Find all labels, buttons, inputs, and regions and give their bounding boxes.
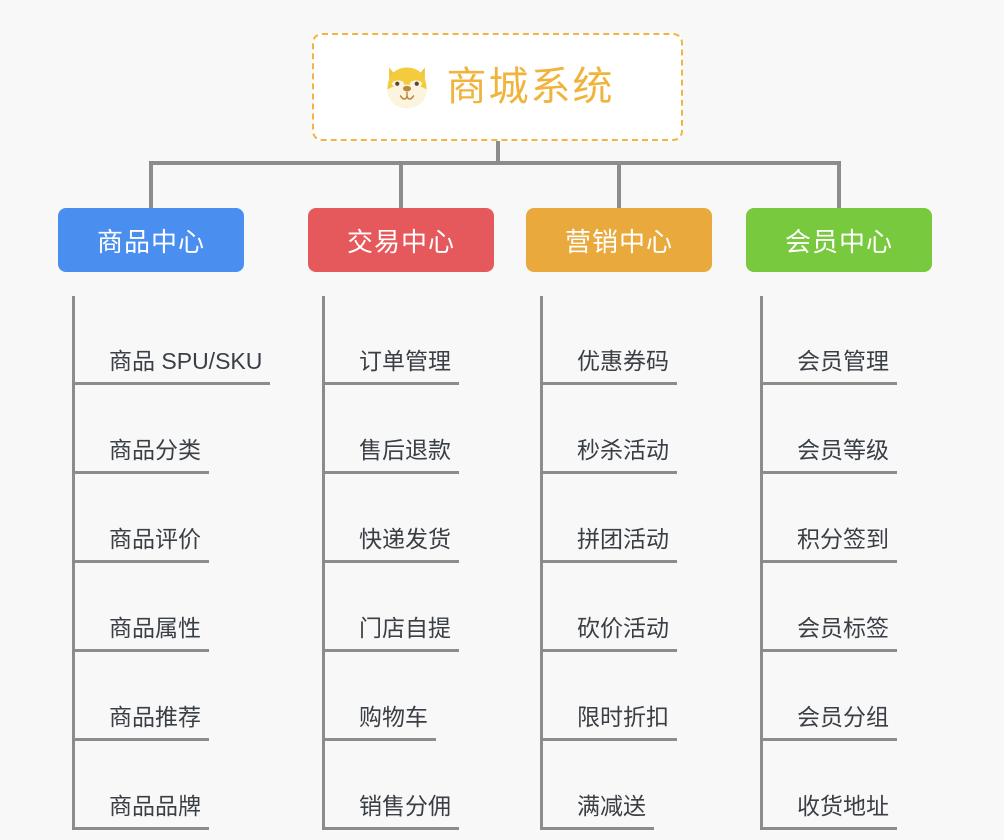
connector-drop-trade <box>399 161 403 210</box>
list-item[interactable]: 砍价活动 <box>543 563 712 652</box>
category-header-product-center[interactable]: 商品中心 <box>58 208 244 272</box>
leaf-list-marketing-center: 优惠券码 秒杀活动 拼团活动 砍价活动 限时折扣 满减送 <box>540 296 712 830</box>
root-title: 商城系统 <box>446 65 615 109</box>
list-item[interactable]: 会员管理 <box>763 296 932 385</box>
list-item[interactable]: 销售分佣 <box>325 741 494 830</box>
leaf-label: 优惠券码 <box>543 350 677 385</box>
list-item[interactable]: 商品分类 <box>75 385 244 474</box>
leaf-label: 售后退款 <box>325 439 459 474</box>
connector-drop-member <box>837 161 841 210</box>
list-item[interactable]: 限时折扣 <box>543 652 712 741</box>
leaf-label: 秒杀活动 <box>543 439 677 474</box>
leaf-label: 商品 SPU/SKU <box>75 350 271 385</box>
leaf-label: 会员分组 <box>763 706 897 741</box>
list-item[interactable]: 快递发货 <box>325 474 494 563</box>
root-node[interactable]: 商城系统 <box>312 33 683 141</box>
list-item[interactable]: 秒杀活动 <box>543 385 712 474</box>
category-header-trade-center[interactable]: 交易中心 <box>308 208 494 272</box>
branch-product-center: 商品中心 商品 SPU/SKU 商品分类 商品评价 商品属性 商品推荐 商品品牌 <box>58 208 271 830</box>
leaf-label: 购物车 <box>325 706 436 741</box>
list-item[interactable]: 门店自提 <box>325 563 494 652</box>
leaf-label: 订单管理 <box>325 350 459 385</box>
list-item[interactable]: 售后退款 <box>325 385 494 474</box>
leaf-label: 会员标签 <box>763 617 897 652</box>
list-item[interactable]: 商品 SPU/SKU <box>75 296 271 385</box>
leaf-label: 商品评价 <box>75 528 209 563</box>
category-header-marketing-center[interactable]: 营销中心 <box>526 208 712 272</box>
list-item[interactable]: 商品推荐 <box>75 652 244 741</box>
leaf-label: 商品分类 <box>75 439 209 474</box>
list-item[interactable]: 购物车 <box>325 652 494 741</box>
list-item[interactable]: 满减送 <box>543 741 712 830</box>
list-item[interactable]: 会员分组 <box>763 652 932 741</box>
list-item[interactable]: 收货地址 <box>763 741 932 830</box>
leaf-label: 商品属性 <box>75 617 209 652</box>
connector-drop-marketing <box>617 161 621 210</box>
leaf-label: 门店自提 <box>325 617 459 652</box>
leaf-label: 销售分佣 <box>325 795 459 830</box>
category-title: 营销中心 <box>564 226 673 257</box>
connector-drop-product <box>149 161 153 210</box>
branch-marketing-center: 营销中心 优惠券码 秒杀活动 拼团活动 砍价活动 限时折扣 满减送 <box>526 208 712 830</box>
branch-trade-center: 交易中心 订单管理 售后退款 快递发货 门店自提 购物车 销售分佣 <box>308 208 494 830</box>
leaf-label: 积分签到 <box>763 528 897 563</box>
leaf-label: 会员等级 <box>763 439 897 474</box>
leaf-label: 会员管理 <box>763 350 897 385</box>
branch-member-center: 会员中心 会员管理 会员等级 积分签到 会员标签 会员分组 收货地址 <box>746 208 932 830</box>
leaf-label: 快递发货 <box>325 528 459 563</box>
leaf-list-member-center: 会员管理 会员等级 积分签到 会员标签 会员分组 收货地址 <box>760 296 932 830</box>
leaf-label: 商品推荐 <box>75 706 209 741</box>
category-title: 会员中心 <box>784 226 893 257</box>
leaf-label: 拼团活动 <box>543 528 677 563</box>
leaf-label: 限时折扣 <box>543 706 677 741</box>
list-item[interactable]: 积分签到 <box>763 474 932 563</box>
leaf-label: 砍价活动 <box>543 617 677 652</box>
list-item[interactable]: 拼团活动 <box>543 474 712 563</box>
dog-face-icon <box>387 67 426 109</box>
connector-root-stem <box>496 141 500 163</box>
list-item[interactable]: 会员等级 <box>763 385 932 474</box>
leaf-list-product-center: 商品 SPU/SKU 商品分类 商品评价 商品属性 商品推荐 商品品牌 <box>72 296 271 830</box>
category-title: 商品中心 <box>96 226 205 257</box>
list-item[interactable]: 商品属性 <box>75 563 244 652</box>
category-title: 交易中心 <box>346 226 455 257</box>
list-item[interactable]: 订单管理 <box>325 296 494 385</box>
category-header-member-center[interactable]: 会员中心 <box>746 208 932 272</box>
list-item[interactable]: 商品品牌 <box>75 741 244 830</box>
leaf-label: 商品品牌 <box>75 795 209 830</box>
connector-horizontal-bus <box>149 161 841 165</box>
list-item[interactable]: 优惠券码 <box>543 296 712 385</box>
list-item[interactable]: 会员标签 <box>763 563 932 652</box>
leaf-label: 满减送 <box>543 795 654 830</box>
leaf-label: 收货地址 <box>763 795 897 830</box>
leaf-list-trade-center: 订单管理 售后退款 快递发货 门店自提 购物车 销售分佣 <box>322 296 494 830</box>
list-item[interactable]: 商品评价 <box>75 474 244 563</box>
